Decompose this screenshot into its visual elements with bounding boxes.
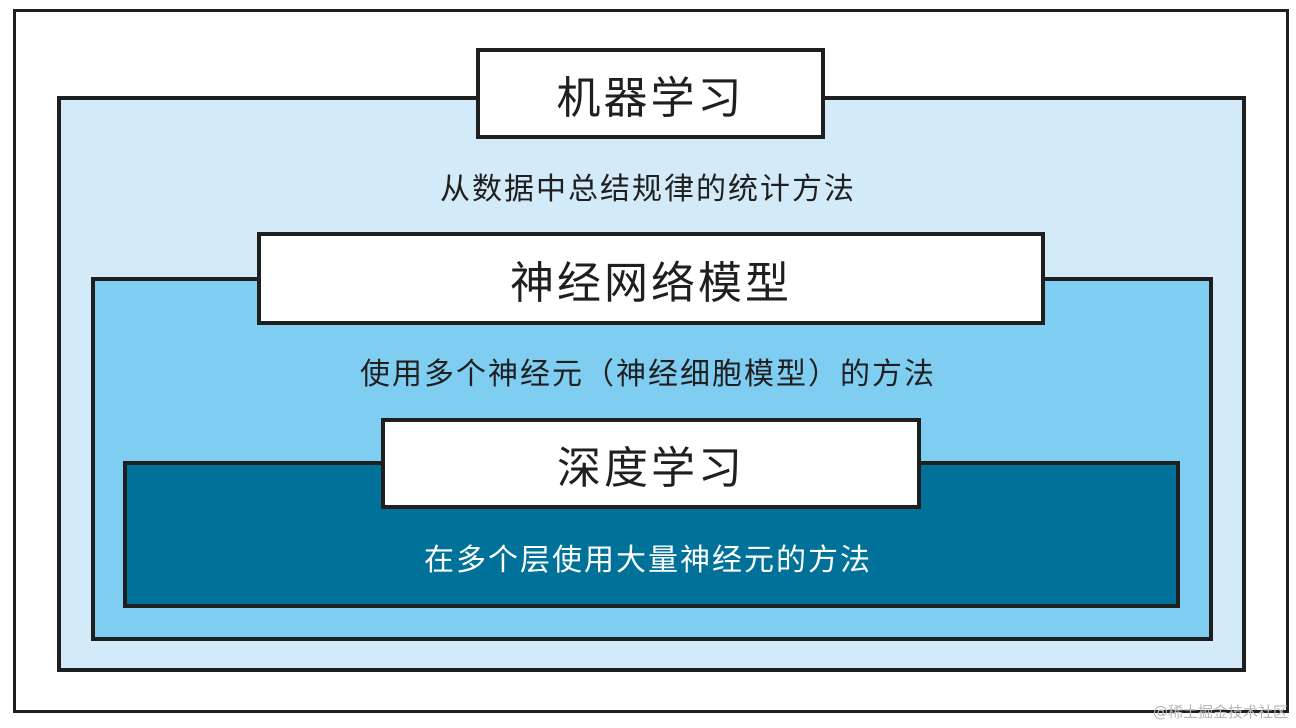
machine-learning-title: 机器学习 [476,48,825,139]
machine-learning-description: 从数据中总结规律的统计方法 [440,172,856,207]
watermark: @稀土掘金技术社区 [1152,703,1288,721]
neural-network-description: 使用多个神经元（神经细胞模型）的方法 [360,357,936,392]
deep-learning-description: 在多个层使用大量神经元的方法 [424,543,872,578]
deep-learning-title: 深度学习 [381,418,921,509]
neural-network-title: 神经网络模型 [257,232,1045,325]
